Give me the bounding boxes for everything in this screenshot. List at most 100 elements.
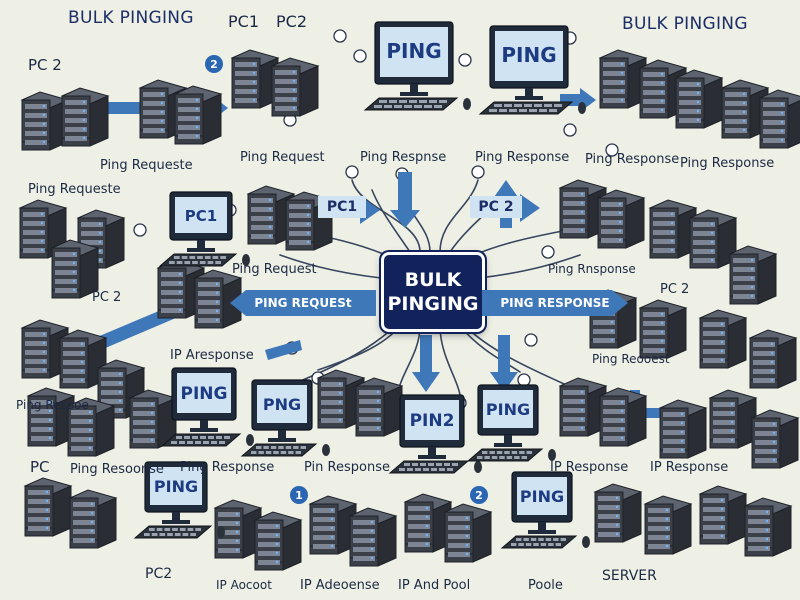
text-label: PC2 xyxy=(276,12,307,31)
server-rack-icon xyxy=(698,485,748,545)
server-rack-icon xyxy=(26,387,76,447)
ping-request-band: PING REQUESt xyxy=(230,290,376,316)
screen-label: PING xyxy=(520,487,564,506)
server-rack-icon xyxy=(720,79,770,139)
bulk-pinging-hub: BULK PINGING xyxy=(381,252,485,332)
server-rack-icon xyxy=(348,507,398,567)
server-rack-icon xyxy=(688,209,738,269)
hub-label-line1: BULK xyxy=(404,269,462,291)
server-rack-icon xyxy=(60,87,110,147)
keyboard-icon xyxy=(388,460,470,474)
monitor-icon: PING xyxy=(144,461,208,524)
server-rack-icon xyxy=(50,239,100,299)
keyboard-icon xyxy=(466,448,544,462)
text-label: Ping Respnse xyxy=(360,150,447,165)
mouse-icon xyxy=(242,254,250,266)
monitor-icon: PING xyxy=(374,21,454,96)
text-label: Ping Rnsponse xyxy=(548,262,636,276)
server-rack-icon xyxy=(743,497,793,557)
screen-label: PING xyxy=(181,384,228,404)
text-label: IP Aresponse xyxy=(170,348,254,363)
server-rack-icon xyxy=(758,89,800,149)
keyboard-icon xyxy=(133,525,213,539)
mouse-icon xyxy=(217,526,225,538)
server-rack-icon xyxy=(748,329,798,389)
keyboard-icon xyxy=(240,443,318,457)
screen-label: PING xyxy=(154,477,198,496)
server-rack-icon xyxy=(23,477,73,537)
keyboard-icon xyxy=(478,101,574,115)
server-rack-icon xyxy=(18,199,68,259)
server-rack-icon xyxy=(193,269,243,329)
server-rack-icon xyxy=(750,409,800,469)
text-label: PC1 xyxy=(228,12,259,31)
monitor-icon: PC1 xyxy=(169,191,233,252)
screen-label: PING xyxy=(386,39,441,63)
text-label: Ping Request xyxy=(240,150,325,165)
server-rack-icon xyxy=(308,495,358,555)
monitor-icon: PING xyxy=(477,384,539,447)
screen-label: PING xyxy=(486,400,530,419)
server-rack-icon xyxy=(213,499,263,559)
server-rack-icon xyxy=(643,495,693,555)
server-rack-icon xyxy=(20,91,70,151)
text-label: SERVER xyxy=(602,568,657,584)
text-label: IP Response xyxy=(550,460,629,475)
keyboard-icon xyxy=(158,253,238,267)
diagram-title-right: BULK PINGING xyxy=(622,14,748,34)
number-badge: 2 xyxy=(470,486,488,504)
server-rack-icon xyxy=(66,397,116,457)
text-label: Pin Response xyxy=(304,460,390,475)
server-rack-icon xyxy=(270,57,320,117)
server-rack-icon xyxy=(598,49,648,109)
monitor-icon: PING xyxy=(489,25,569,100)
screen-label: PIN2 xyxy=(410,411,455,431)
text-label: Ping Response xyxy=(180,460,275,475)
server-rack-icon xyxy=(593,483,643,543)
text-label: PC 2 xyxy=(660,282,690,297)
text-label: Ping Response xyxy=(680,156,775,171)
server-rack-icon xyxy=(138,79,188,139)
server-rack-icon xyxy=(648,199,698,259)
text-label: IP And Pool xyxy=(398,578,471,593)
server-rack-icon xyxy=(708,389,758,449)
mouse-icon xyxy=(582,536,590,548)
number-badge: 1 xyxy=(290,486,308,504)
text-label: Ping Resooe xyxy=(16,398,89,412)
text-label: IP Response xyxy=(650,460,729,475)
mouse-icon xyxy=(578,102,586,114)
diagram-title-left: BULK PINGING xyxy=(68,8,194,28)
pc1-tag: PC1 xyxy=(318,196,366,218)
server-rack-icon xyxy=(443,503,493,563)
mouse-icon xyxy=(246,434,254,446)
server-rack-icon xyxy=(68,489,118,549)
keyboard-icon xyxy=(363,97,459,111)
server-rack-icon xyxy=(403,493,453,553)
server-rack-icon xyxy=(354,377,404,437)
server-rack-icon xyxy=(230,49,280,109)
monitor-icon: PING xyxy=(511,471,573,534)
server-rack-icon xyxy=(596,189,646,249)
screen-label: PNG xyxy=(263,395,301,414)
text-label: Ping Resoonse xyxy=(70,462,164,477)
text-label: IP Adeoense xyxy=(300,578,380,593)
keyboard-icon xyxy=(160,433,242,447)
text-label: PC xyxy=(30,458,50,476)
text-label: Ping Requeste xyxy=(28,182,121,197)
server-rack-icon xyxy=(728,245,778,305)
monitor-icon: PING xyxy=(171,367,237,432)
screen-label: PC1 xyxy=(185,207,217,225)
server-rack-icon xyxy=(674,69,724,129)
server-rack-icon xyxy=(658,399,708,459)
server-rack-icon xyxy=(173,85,223,145)
mouse-icon xyxy=(474,461,482,473)
text-label: Ping Request xyxy=(232,262,317,277)
server-rack-icon xyxy=(638,299,688,359)
text-label: PC 2 xyxy=(28,56,62,74)
monitor-icon: PIN2 xyxy=(399,394,465,459)
server-rack-icon xyxy=(253,511,303,571)
text-label: Ping Reooest xyxy=(592,352,670,366)
text-label: Ping Response xyxy=(585,152,680,167)
